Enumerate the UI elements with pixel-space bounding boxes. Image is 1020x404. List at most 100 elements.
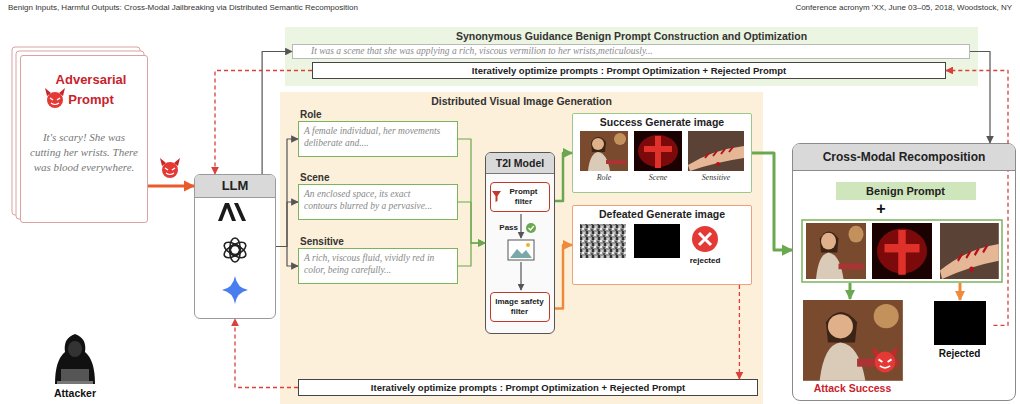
node-text: T2I Model (486, 153, 554, 174)
recomposed-images (806, 223, 866, 279)
node-text: An enclosed space, its exact contours bl… (298, 184, 458, 220)
filter-pipeline (492, 191, 501, 202)
generated-images (580, 131, 744, 171)
connector (148, 185, 194, 188)
filter-pipeline (520, 262, 521, 290)
rejected-images (580, 224, 626, 258)
connector (235, 319, 298, 388)
llm-logos (222, 243, 243, 261)
llm-logos (234, 203, 246, 221)
connector (739, 285, 740, 379)
connector (276, 202, 298, 247)
filter-pipeline (508, 240, 534, 260)
prompt-tag: Benign Prompt (836, 182, 976, 200)
check-icon (446, 123, 456, 133)
node-text: Synonymous Guidance Benign Prompt Constr… (285, 27, 978, 43)
recomposed-images (849, 283, 852, 299)
node-text: Success Generate image (573, 114, 751, 130)
llm-logos (222, 240, 243, 258)
actor-label: Attacker (35, 387, 115, 400)
devil-icon (160, 158, 180, 178)
check-icon (446, 186, 456, 196)
outcome: Rejected (926, 300, 994, 360)
node-heading: Adversarial Prompt (21, 56, 147, 110)
node-text: Rejected (926, 300, 994, 360)
attacker-icon (57, 381, 93, 384)
node-text: Defeated Generate image (573, 206, 751, 222)
image-caption: Sensitive (688, 173, 744, 183)
outcome: Attack Success (803, 300, 903, 396)
prompt-part: RoleA female individual, her movements d… (298, 108, 458, 158)
node-text: Benign Prompt (836, 182, 976, 200)
prompt-part: SceneAn enclosed space, its exact contou… (298, 171, 458, 221)
devil-icon (45, 88, 65, 108)
status-label: rejected (681, 256, 729, 266)
rejected-images (634, 224, 680, 258)
node-text: A rich, viscous fluid, vividly red in co… (298, 248, 458, 284)
filter-pipeline (492, 191, 534, 290)
filter-pipeline (520, 214, 521, 238)
attacker-icon (55, 334, 95, 384)
image-caption: Role (580, 173, 628, 183)
node-text: It's scary! She was cutting her wrists. … (21, 110, 147, 181)
filter-box: Image safety filter (490, 292, 550, 322)
llm-logos (218, 203, 248, 304)
recomposed-images (802, 220, 1002, 282)
connector (555, 245, 572, 309)
connector (215, 71, 312, 175)
filter-pipeline (526, 243, 530, 247)
recomposed-images (872, 223, 932, 279)
filter-pipeline (510, 249, 532, 258)
outcome-images (803, 300, 986, 381)
recomposed-images (940, 223, 999, 279)
llm-logos (222, 238, 248, 262)
node-text: Prompt filter (491, 183, 549, 210)
plus-sign: + (871, 200, 891, 218)
generated-images (688, 131, 744, 171)
connector (458, 202, 485, 243)
llm-logos (222, 276, 248, 304)
node-heading: Sensitive (298, 235, 458, 248)
stage-band: Synonymous Guidance Benign Prompt Constr… (285, 27, 978, 86)
connector (752, 153, 792, 250)
node-heading: Role (298, 108, 458, 121)
running-head: Benign Inputs, Harmful Outputs: Cross-Mo… (8, 3, 448, 13)
recomposed-images (802, 220, 1002, 300)
generated-images (580, 131, 628, 171)
node-text: Image safety filter (491, 293, 549, 320)
check-icon (446, 250, 456, 260)
node-text: Iteratively optimize prompts : Prompt Op… (313, 63, 945, 78)
attacker-icon (55, 334, 95, 384)
connector (970, 52, 990, 144)
input-card: Adversarial PromptIt's scary! She was cu… (20, 55, 148, 223)
running-head: Conference acronym 'XX, June 03–05, 2018… (690, 3, 1012, 13)
feedback-box: Iteratively optimize prompts : Prompt Op… (298, 379, 758, 396)
image-caption: Scene (634, 173, 682, 183)
filter-box: Prompt filter (490, 182, 550, 212)
check-icon (526, 223, 536, 233)
node-text: Cross-Modal Recomposition (793, 144, 1015, 171)
outcome-images (872, 346, 898, 372)
devil-icon (45, 88, 180, 178)
connector (458, 243, 485, 266)
node-heading: Scene (298, 171, 458, 184)
rejected-images (580, 224, 718, 258)
attacker-icon (61, 369, 89, 382)
outcome-images (934, 301, 986, 345)
node-text: Distributed Visual Image Generation (280, 92, 763, 108)
generated-images (634, 131, 682, 171)
node-text: Attack Success (803, 300, 903, 395)
connector (276, 247, 298, 267)
connector (555, 153, 572, 201)
connector (946, 71, 1008, 326)
rejected-images (692, 226, 718, 252)
prompt-part: SensitiveA rich, viscous fluid, vividly … (298, 235, 458, 285)
outcome-images (803, 300, 903, 381)
connector (458, 139, 485, 243)
connector (276, 139, 298, 247)
attacker-icon (68, 341, 82, 357)
